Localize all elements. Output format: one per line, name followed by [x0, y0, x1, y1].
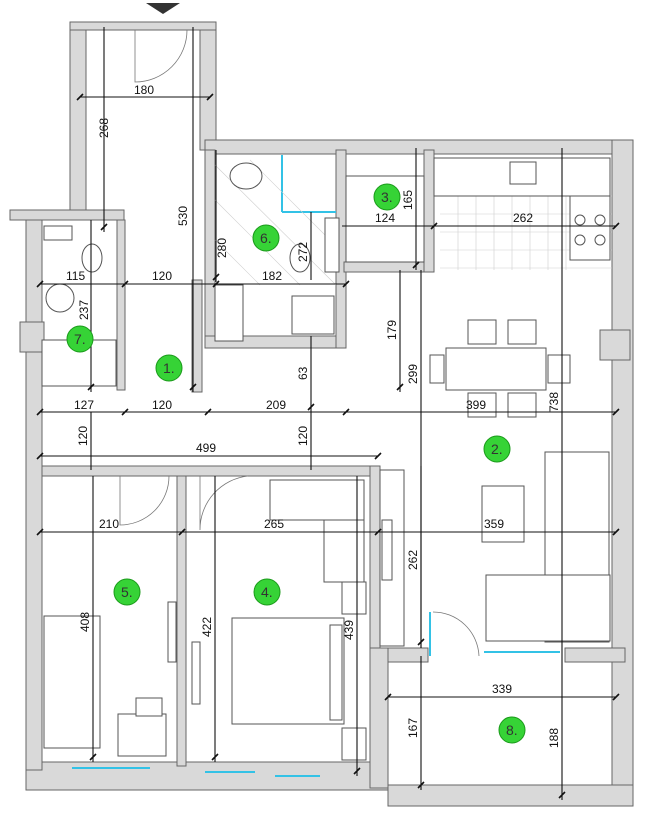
dim-label: 359: [484, 517, 504, 531]
dim-label: 422: [200, 617, 214, 637]
dimension-labels: 180 268 530 280 165 124 262 272 182 115 …: [66, 83, 561, 748]
dim-label: 262: [406, 550, 420, 570]
dim-label: 188: [547, 728, 561, 748]
walls: [9, 21, 634, 807]
dim-label: 63: [296, 366, 310, 380]
dim-label: 299: [406, 364, 420, 384]
dim-label: 237: [77, 300, 91, 320]
dim-label: 167: [406, 718, 420, 738]
room-number: 1.: [163, 360, 175, 376]
dim-label: 439: [342, 620, 356, 640]
room-number: 7.: [74, 331, 86, 347]
room-marker-5: 5.: [113, 578, 141, 606]
furniture: [41, 29, 611, 761]
dimension-lines: [36, 27, 620, 800]
room-number: 5.: [121, 584, 133, 600]
dim-label: 210: [99, 517, 119, 531]
dim-label: 120: [152, 398, 172, 412]
dim-label: 339: [492, 682, 512, 696]
dim-label: 209: [266, 398, 286, 412]
room-number: 3.: [381, 189, 393, 205]
room-marker-2: 2.: [483, 435, 511, 463]
room-number: 4.: [261, 584, 273, 600]
room-number: 2.: [491, 441, 503, 457]
room-number: 8.: [506, 722, 518, 738]
dim-label: 272: [296, 242, 310, 262]
room-markers: 1. 2. 3. 4. 5. 6. 7. 8.: [66, 183, 526, 744]
dim-label: 280: [215, 238, 229, 258]
dim-label: 182: [262, 269, 282, 283]
dim-label: 120: [152, 269, 172, 283]
dim-label: 120: [76, 426, 90, 446]
dim-label: 127: [74, 398, 94, 412]
room-number: 6.: [260, 230, 272, 246]
windows: [72, 155, 560, 777]
dim-label: 262: [513, 211, 533, 225]
dim-label: 124: [375, 211, 395, 225]
dim-label: 165: [401, 190, 415, 210]
dim-label: 179: [385, 320, 399, 340]
dim-label: 738: [547, 392, 561, 412]
room-marker-6: 6.: [252, 224, 280, 252]
dim-label: 265: [264, 517, 284, 531]
dim-label: 399: [466, 398, 486, 412]
room-marker-7: 7.: [66, 325, 94, 353]
dim-label: 120: [296, 426, 310, 446]
dim-label: 499: [196, 441, 216, 455]
dim-label: 180: [134, 83, 154, 97]
entrance-arrow-icon: [146, 3, 180, 14]
room-marker-3: 3.: [373, 183, 401, 211]
dim-label: 268: [97, 118, 111, 138]
dim-label: 115: [66, 269, 85, 283]
dim-label: 408: [78, 612, 92, 632]
room-marker-8: 8.: [498, 716, 526, 744]
room-marker-1: 1.: [155, 354, 183, 382]
room-marker-4: 4.: [253, 578, 281, 606]
dim-label: 530: [176, 206, 190, 226]
